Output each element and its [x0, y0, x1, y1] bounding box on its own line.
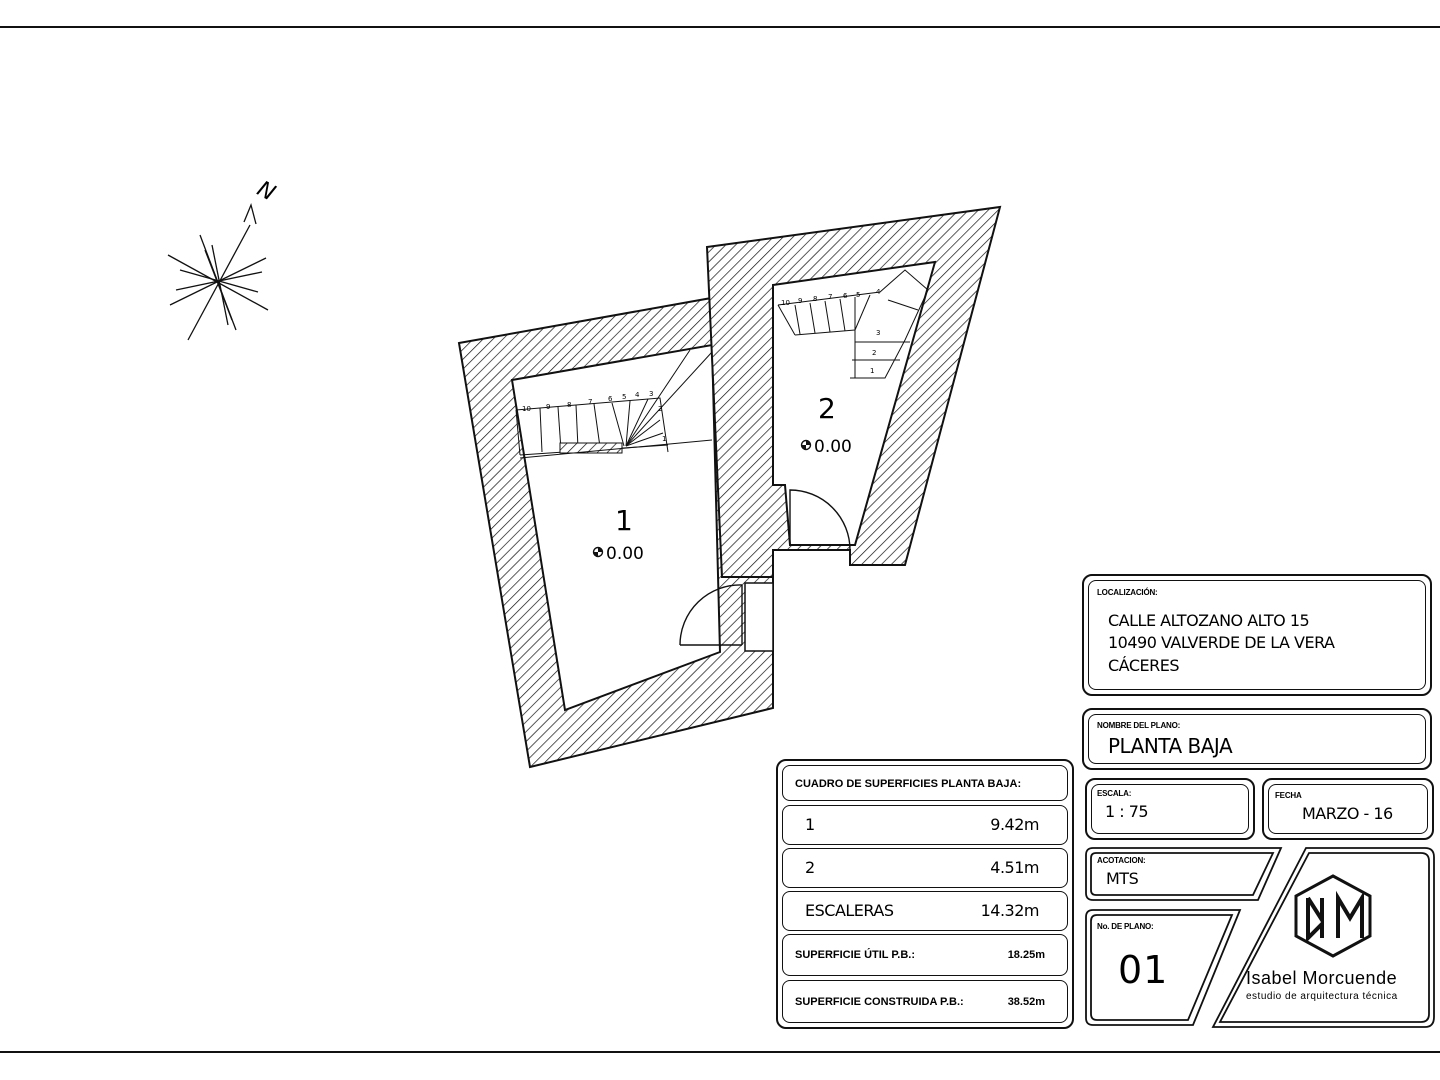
studio-logo-icon	[1294, 874, 1372, 958]
room-1-level: 0.00	[606, 544, 644, 564]
step-number: 5	[622, 393, 626, 401]
area-util-label: SUPERFICIE ÚTIL P.B.:	[795, 949, 916, 961]
areas-title: CUADRO DE SUPERFICIES PLANTA BAJA:	[795, 778, 1022, 790]
room-1-number: 1	[615, 504, 633, 537]
studio-subtitle: estudio de arquitectura técnica	[1246, 991, 1398, 1002]
step-number: 6	[608, 395, 613, 403]
step-number: 5	[856, 291, 860, 299]
plan-name-panel: NOMBRE DEL PLANO: PLANTA BAJA	[1082, 708, 1432, 770]
plan-name-panel-inner	[1088, 714, 1426, 764]
step-number: 7	[588, 398, 592, 406]
north-label: N	[253, 177, 279, 207]
titleblock-lower-frame	[1085, 847, 1435, 1028]
plan-name: PLANTA BAJA	[1108, 734, 1233, 758]
room-2-number: 2	[818, 392, 836, 425]
area-row-3-name: ESCALERAS	[805, 901, 894, 920]
area-row-1-value: 9.42m	[990, 815, 1039, 834]
location-panel: LOCALIZACIÓN: CALLE ALTOZANO ALTO 15 104…	[1082, 574, 1432, 696]
step-number: 2	[872, 349, 876, 357]
area-built-label: SUPERFICIE CONSTRUIDA P.B.:	[795, 996, 964, 1008]
date-panel: FECHA MARZO - 16	[1262, 778, 1434, 840]
location-line-2: 10490 VALVERDE DE LA VERA	[1108, 633, 1335, 652]
area-built-row: SUPERFICIE CONSTRUIDA P.B.: 38.52m	[782, 980, 1068, 1023]
step-number: 3	[649, 390, 653, 398]
areas-table: CUADRO DE SUPERFICIES PLANTA BAJA: 1 9.4…	[776, 759, 1074, 1029]
step-number: 1	[870, 367, 874, 375]
level-marker-icon	[800, 439, 812, 451]
step-number: 10	[522, 405, 531, 413]
scale-panel-inner	[1091, 784, 1249, 834]
stair-room-1-numbers: 10 9 8 7 6 5 4 3 2 1	[522, 390, 666, 443]
date-label: FECHA	[1275, 791, 1302, 800]
step-number: 8	[813, 295, 817, 303]
step-number: 9	[798, 297, 802, 305]
step-number: 4	[635, 391, 640, 399]
level-marker-icon	[592, 546, 604, 558]
north-compass-icon	[167, 202, 269, 341]
scale-panel: ESCALA: 1 : 75	[1085, 778, 1255, 840]
top-border-line	[0, 26, 1440, 28]
stair-room-2	[777, 269, 929, 379]
studio-name: Isabel Morcuende	[1246, 968, 1398, 988]
location-panel-inner	[1088, 580, 1426, 690]
area-row-3-value: 14.32m	[980, 901, 1040, 920]
step-number: 4	[876, 288, 881, 296]
step-number: 10	[781, 299, 790, 307]
step-number: 2	[658, 405, 662, 413]
step-number: 6	[843, 292, 848, 300]
step-number: 7	[828, 293, 832, 301]
area-row-2: 2 4.51m	[782, 848, 1068, 888]
area-row-2-value: 4.51m	[990, 858, 1039, 877]
bottom-border-line	[0, 1051, 1440, 1053]
area-util-row: SUPERFICIE ÚTIL P.B.: 18.25m	[782, 934, 1068, 976]
date-panel-inner	[1268, 784, 1428, 834]
step-number: 3	[876, 329, 880, 337]
scale-label: ESCALA:	[1097, 789, 1132, 798]
units-value: MTS	[1106, 869, 1139, 888]
location-line-1: CALLE ALTOZANO ALTO 15	[1108, 611, 1310, 630]
step-number: 1	[662, 435, 666, 443]
area-row-1-name: 1	[805, 815, 815, 834]
location-label: LOCALIZACIÓN:	[1097, 588, 1158, 597]
area-row-1: 1 9.42m	[782, 805, 1068, 845]
door-room-1	[679, 584, 743, 646]
areas-title-cell: CUADRO DE SUPERFICIES PLANTA BAJA:	[782, 765, 1068, 801]
plan-name-label: NOMBRE DEL PLANO:	[1097, 721, 1181, 730]
units-label: ACOTACION:	[1097, 856, 1146, 865]
location-line-3: CÁCERES	[1108, 656, 1180, 675]
date-value: MARZO - 16	[1302, 804, 1393, 823]
stair-room-1	[515, 349, 713, 459]
area-row-3: ESCALERAS 14.32m	[782, 891, 1068, 931]
plan-no-label: No. DE PLANO:	[1097, 922, 1154, 931]
area-row-2-name: 2	[805, 858, 815, 877]
stair-room-2-numbers: 10 9 8 7 6 5 4 3 2 1	[781, 288, 881, 375]
area-built-value: 38.52m	[1007, 996, 1045, 1008]
step-number: 8	[567, 401, 571, 409]
plan-no-value: 01	[1118, 948, 1169, 992]
walls	[457, 205, 1002, 769]
step-number: 9	[546, 403, 550, 411]
area-util-value: 18.25m	[1007, 949, 1045, 961]
room-2-level: 0.00	[814, 437, 852, 457]
scale-value: 1 : 75	[1105, 802, 1149, 821]
door-room-2	[789, 489, 851, 551]
